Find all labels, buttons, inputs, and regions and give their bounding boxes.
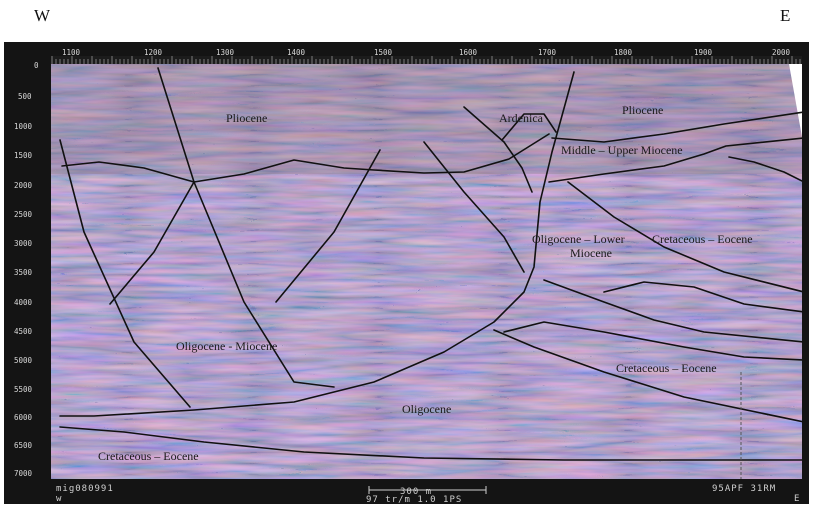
unit-label-cretaceous-eocene-lower: Cretaceous – Eocene	[98, 449, 199, 463]
time-label: 5500	[14, 385, 33, 394]
time-label: 1500	[14, 151, 33, 160]
east-marker: E	[794, 494, 800, 504]
trace-label: 1600	[459, 48, 478, 57]
fault-line	[109, 181, 195, 305]
time-label: 0	[34, 61, 39, 70]
trace-label: 1800	[614, 48, 633, 57]
trace-label: 2000	[772, 48, 791, 57]
processing-info: 97 tr/m 1.0 1PS	[366, 495, 462, 504]
fault-line	[157, 67, 335, 388]
fault-line	[567, 181, 802, 293]
unit-label-cretaceous-eocene-middle: Cretaceous – Eocene	[616, 361, 717, 375]
unit-label-ardenica: Ardenica	[499, 111, 544, 125]
fault-line	[423, 141, 525, 273]
west-direction-label: W	[34, 6, 51, 25]
time-label: 4500	[14, 327, 33, 336]
fault-line	[59, 71, 575, 417]
time-label: 4000	[14, 298, 33, 307]
unit-label-pliocene-west: Pliocene	[226, 111, 267, 125]
fault-line	[603, 281, 802, 313]
east-direction-label: E	[780, 6, 791, 25]
scale-bar-label: 300 m	[400, 487, 432, 497]
horizon-line	[61, 133, 550, 183]
unit-label-cretaceous-eocene-upper: Cretaceous – Eocene	[652, 232, 753, 246]
time-label: 3500	[14, 268, 33, 277]
unit-label-miocene: Miocene	[570, 246, 612, 260]
interpretation-lines	[59, 67, 802, 461]
time-label: 2000	[14, 181, 33, 190]
horizon-line	[548, 137, 802, 183]
time-axis: 0 500 1000 1500 2000 2500 3000 3500 4000…	[14, 61, 39, 478]
record-date: 95APF 31RM	[712, 484, 776, 494]
fault-line	[503, 321, 802, 361]
fault-line	[728, 156, 802, 182]
trace-label: 1300	[216, 48, 235, 57]
time-label: 7000	[14, 469, 33, 478]
horizon-line	[59, 426, 802, 461]
time-label: 500	[18, 92, 32, 101]
line-id: mig080991	[56, 484, 114, 494]
trace-label: 1500	[374, 48, 393, 57]
time-label: 6000	[14, 413, 33, 422]
unit-label-oligocene-lower: Oligocene – Lower	[532, 232, 625, 246]
unit-label-oligocene: Oligocene	[402, 402, 451, 416]
seismic-section-svg: 1100 1200 1300 1400 1500 1600 1700 1800 …	[4, 42, 809, 504]
west-marker: w	[56, 494, 62, 504]
unit-label-oligocene-miocene: Oligocene - Miocene	[176, 339, 277, 353]
trace-ticks	[51, 56, 801, 64]
time-label: 6500	[14, 441, 33, 450]
time-label: 1000	[14, 122, 33, 131]
fault-line	[463, 106, 533, 193]
trace-label: 1900	[694, 48, 713, 57]
unit-labels: Pliocene Ardenica Pliocene Middle – Uppe…	[98, 103, 753, 463]
fault-line	[275, 149, 381, 303]
trace-tick-band	[51, 56, 802, 64]
time-label: 2500	[14, 210, 33, 219]
time-label: 5000	[14, 356, 33, 365]
horizon-line	[551, 111, 802, 143]
trace-label: 1700	[538, 48, 557, 57]
horizon-line	[501, 113, 557, 141]
seismic-image	[51, 64, 802, 479]
unit-label-middle-upper-miocene: Middle – Upper Miocene	[561, 143, 683, 157]
fault-line	[493, 329, 802, 423]
unit-label-pliocene-east: Pliocene	[622, 103, 663, 117]
trace-label: 1200	[144, 48, 163, 57]
trace-label: 1400	[287, 48, 306, 57]
section-footer: mig080991 w 300 m 97 tr/m 1.0 1PS 95APF …	[56, 484, 800, 504]
fault-line	[59, 139, 191, 408]
trace-label: 1100	[62, 48, 81, 57]
time-label: 3000	[14, 239, 33, 248]
fault-line	[543, 279, 802, 343]
trace-axis: 1100 1200 1300 1400 1500 1600 1700 1800 …	[62, 48, 791, 57]
seismic-section: 1100 1200 1300 1400 1500 1600 1700 1800 …	[4, 42, 809, 504]
